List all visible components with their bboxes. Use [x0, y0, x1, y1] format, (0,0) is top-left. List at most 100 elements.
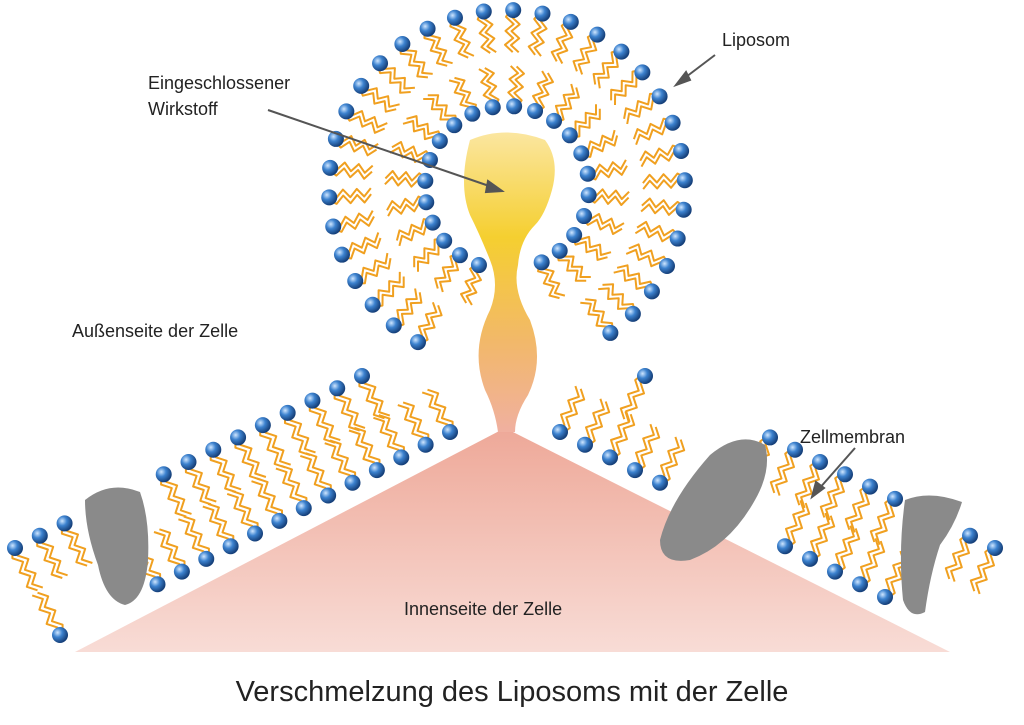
lipid-head [446, 117, 463, 134]
lipid-tail [423, 29, 448, 67]
lipid-head [295, 500, 312, 517]
label-drug-line1: Eingeschlossener [148, 73, 291, 93]
lipid-head [602, 324, 619, 341]
lipid-head [533, 254, 550, 271]
lipid-head [580, 187, 597, 204]
lipid-tail [556, 87, 580, 124]
lipid-tail [354, 426, 381, 469]
lipid-tail [209, 451, 237, 493]
lipid-tail [344, 113, 386, 134]
lipid-tail [656, 436, 680, 483]
lipid-head [418, 194, 435, 211]
lipid-tail [184, 463, 212, 506]
lipid-tail [41, 534, 68, 577]
lipid-tail [183, 515, 210, 558]
lipid-head [417, 436, 434, 453]
lipid-tail [259, 426, 286, 469]
lipid-tail [358, 87, 397, 113]
lipid-tail [342, 237, 382, 260]
lipid-tail [587, 194, 630, 206]
lipid-tail [775, 450, 799, 496]
label-liposome: Liposom [722, 30, 791, 50]
lipid-tail [632, 117, 672, 140]
lipid-heads [7, 2, 1003, 643]
lipid-head [589, 26, 606, 43]
lipid-tail [413, 237, 443, 268]
lipid-tail [571, 237, 608, 261]
lipid-head [347, 273, 364, 290]
lipid-head [852, 576, 868, 593]
lipid-tail [31, 594, 59, 637]
encapsulated-drug [464, 132, 555, 432]
lipid-head [173, 563, 190, 580]
lipid-tail [427, 94, 458, 124]
lipid-tail [581, 398, 605, 445]
lipid-tail [602, 283, 636, 313]
lipid-tail [386, 195, 427, 211]
lipid-head [205, 441, 222, 458]
lipid-head [320, 487, 337, 504]
lipid-head [676, 172, 693, 189]
lipid-head [446, 9, 463, 26]
lipid-head [624, 305, 641, 322]
lipid-tail [207, 502, 235, 545]
lipid-head [505, 2, 522, 19]
lipid-tail [16, 546, 44, 589]
lipid-tail [178, 518, 205, 561]
lipid-head [247, 525, 263, 542]
lipid-tail [239, 436, 267, 478]
lipid-tail [214, 448, 242, 491]
membrane-proteins [85, 439, 962, 615]
lipid-tail [251, 480, 278, 523]
lipid-head [52, 627, 68, 643]
lipid-head [344, 474, 361, 491]
lipid-tail [338, 386, 366, 429]
lipid-head [470, 257, 487, 274]
lipid-tail [373, 416, 400, 459]
lipid-tail [585, 298, 614, 332]
lipid-tail [662, 439, 686, 485]
lipid-tail [610, 69, 641, 101]
lipid-head [602, 449, 618, 466]
lipid-tail [619, 373, 643, 420]
lipid-tail [376, 65, 411, 94]
lipid-tail [234, 438, 261, 481]
lipid-tail [454, 76, 477, 113]
lipid-tail [837, 528, 861, 574]
lipid-head [673, 142, 690, 159]
lipid-head [643, 283, 660, 300]
lipid-tail [66, 522, 93, 564]
lipid-head [410, 334, 426, 351]
lipid-head [527, 102, 544, 119]
lipid-tail [232, 490, 259, 533]
lipid-head [651, 88, 668, 105]
lipid-head [562, 13, 579, 30]
caption: Verschmelzung des Liposoms mit der Zelle [235, 676, 789, 708]
lipid-head [322, 159, 339, 176]
lipid-tail [449, 18, 469, 59]
lipid-tail [305, 452, 332, 495]
lipid-head [627, 462, 643, 479]
lipid-head [987, 540, 1003, 556]
lipid-tail [769, 447, 793, 494]
pointer-arrows [267, 54, 856, 500]
lipid-tail [165, 472, 192, 515]
lipid-head [180, 454, 197, 470]
lipid-tail [37, 591, 64, 634]
lipid-tail [856, 538, 880, 584]
lipid-tail [628, 243, 670, 264]
lipid-head [887, 490, 903, 507]
lipid-head [579, 165, 596, 182]
lipid-tail [831, 525, 855, 572]
label-cell-membrane: Zellmembran [800, 427, 906, 447]
label-outside-cell: Außenseite der Zelle [72, 321, 239, 341]
lipid-tail [398, 45, 428, 79]
lipid-tail [527, 12, 542, 56]
lipid-head [777, 538, 793, 555]
lipid-head [329, 380, 346, 397]
lipid-head [56, 515, 73, 532]
lipid-tail [329, 167, 373, 180]
lipid-head [155, 466, 172, 483]
lipid-head [551, 242, 568, 259]
